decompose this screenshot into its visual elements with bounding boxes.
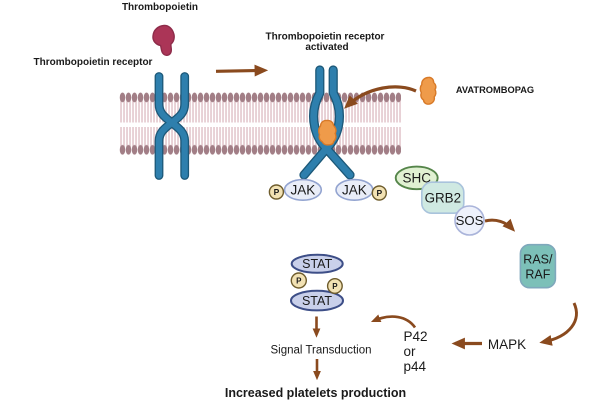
svg-text:AVATROMBOPAG: AVATROMBOPAG <box>456 85 534 95</box>
svg-text:MAPK: MAPK <box>488 337 526 352</box>
svg-text:p44: p44 <box>404 359 427 374</box>
svg-text:SHC: SHC <box>402 171 431 186</box>
svg-text:SOS: SOS <box>456 213 484 228</box>
svg-text:JAK: JAK <box>342 183 367 198</box>
svg-text:STAT: STAT <box>302 294 332 308</box>
svg-text:activated: activated <box>305 42 348 53</box>
svg-text:JAK: JAK <box>291 183 316 198</box>
svg-text:Increased platelets production: Increased platelets production <box>225 386 406 400</box>
svg-text:STAT: STAT <box>302 257 332 271</box>
svg-text:or: or <box>404 344 417 359</box>
svg-text:P42: P42 <box>404 329 428 344</box>
svg-text:P: P <box>296 277 302 286</box>
svg-text:P: P <box>274 187 280 197</box>
svg-text:RAS/: RAS/ <box>523 253 553 267</box>
svg-text:Thrombopoietin receptor: Thrombopoietin receptor <box>266 32 385 43</box>
svg-text:Signal Transduction: Signal Transduction <box>270 345 371 357</box>
svg-text:Thrombopoietin receptor: Thrombopoietin receptor <box>34 57 153 68</box>
svg-text:Thrombopoietin: Thrombopoietin <box>122 2 198 13</box>
svg-text:RAF: RAF <box>525 268 550 282</box>
svg-text:P: P <box>376 188 382 198</box>
svg-text:P: P <box>332 282 338 291</box>
svg-text:GRB2: GRB2 <box>425 190 461 205</box>
